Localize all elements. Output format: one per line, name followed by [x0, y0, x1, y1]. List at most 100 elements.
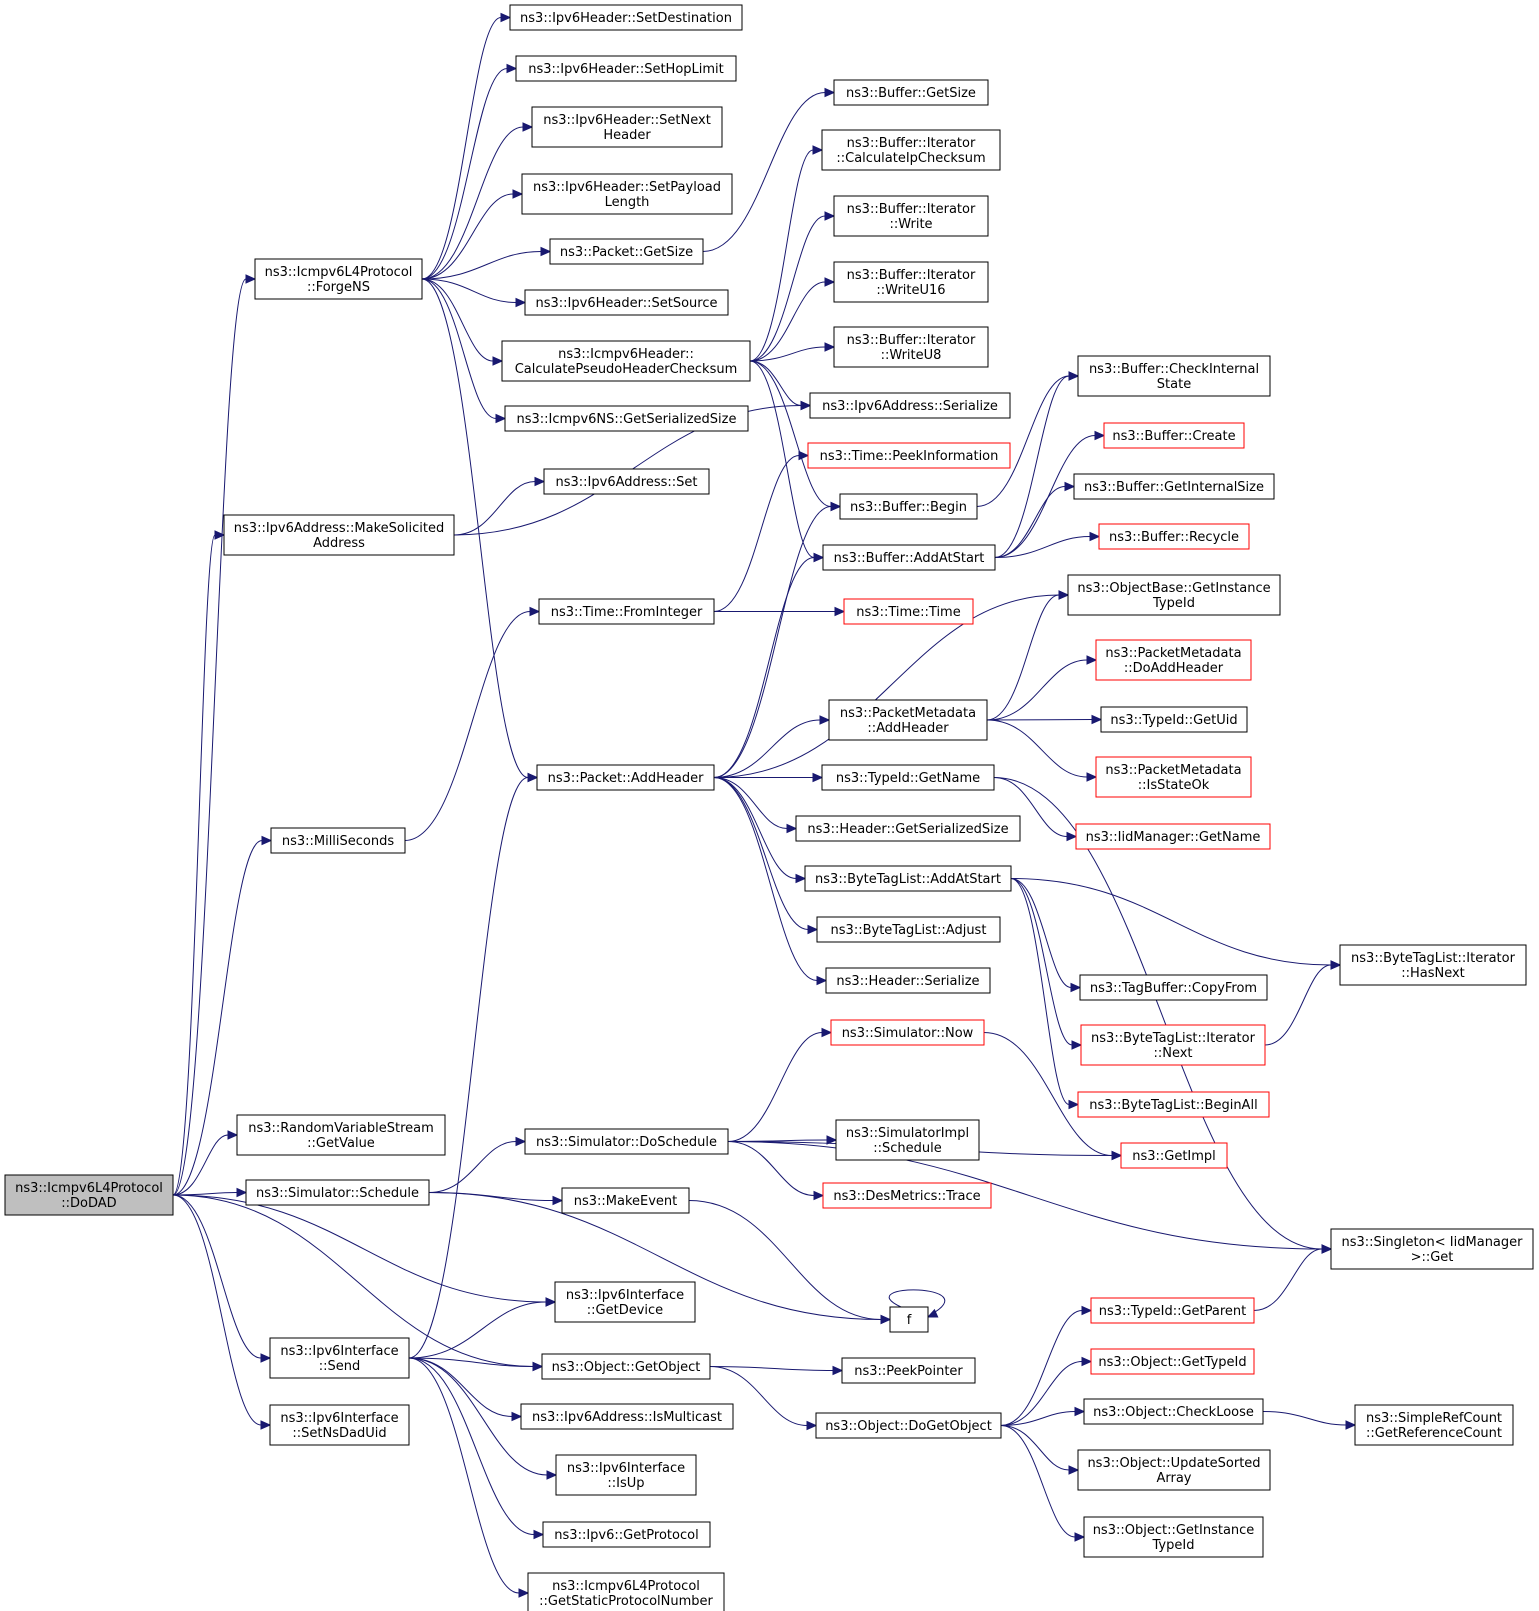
edge-line [688, 1200, 882, 1320]
node-n16[interactable]: ns3::Ipv6Address::Set [543, 468, 710, 495]
edge-n0-n4 [172, 1130, 239, 1196]
node-n33[interactable]: ns3::Time::PeekInformation [807, 442, 1011, 469]
node-n59[interactable]: ns3::ByteTagList::Iterator::Next [1080, 1024, 1266, 1066]
node-label: ns3::Packet::AddHeader [548, 771, 704, 786]
node-n40[interactable]: ns3::ByteTagList::AddAtStart [804, 865, 1012, 892]
node-n44[interactable]: ns3::SimulatorImpl::Schedule [835, 1119, 980, 1161]
node-n60[interactable]: ns3::ByteTagList::BeginAll [1077, 1091, 1270, 1118]
node-n19[interactable]: ns3::Simulator::DoSchedule [524, 1128, 729, 1155]
node-n45[interactable]: ns3::DesMetrics::Trace [822, 1182, 992, 1209]
node-n51[interactable]: ns3::Buffer::GetInternalSize [1073, 473, 1275, 500]
node-n18[interactable]: ns3::Packet::AddHeader [536, 764, 715, 791]
node-n1[interactable]: ns3::Icmpv6L4Protocol::ForgeNS [254, 258, 423, 300]
arrowhead [1111, 1150, 1123, 1161]
edge-line [713, 594, 1060, 778]
node-n32[interactable]: ns3::Ipv6Address::Serialize [809, 392, 1011, 419]
node-n31[interactable]: ns3::Buffer::Iterator::WriteU8 [833, 326, 989, 368]
node-n13[interactable]: ns3::Ipv6Header::SetSource [524, 289, 729, 316]
node-n62[interactable]: ns3::ByteTagList::Iterator::HasNext [1339, 944, 1527, 986]
node-label: ns3::Ipv6Interface [566, 1288, 684, 1303]
node-n6[interactable]: ns3::Ipv6Interface::Send [269, 1337, 410, 1379]
node-n38[interactable]: ns3::TypeId::GetName [821, 764, 995, 791]
edge-n1-n8 [421, 12, 512, 280]
node-box [1100, 706, 1248, 733]
node-n26[interactable]: ns3::Icmpv6L4Protocol::GetStaticProtocol… [527, 1572, 725, 1611]
node-n56[interactable]: ns3::PacketMetadata::IsStateOk [1095, 756, 1252, 798]
edge-n0-n2 [172, 530, 226, 1196]
arrowhead [261, 835, 273, 846]
node-label: CalculatePseudoHeaderChecksum [515, 362, 738, 377]
edge-n6-n23 [408, 1357, 523, 1422]
node-n69[interactable]: ns3::SimpleRefCount::GetReferenceCount [1354, 1404, 1514, 1446]
arrowhead [1058, 590, 1070, 600]
node-n64[interactable]: ns3::TypeId::GetParent [1090, 1297, 1255, 1324]
node-n63[interactable]: ns3::Singleton< IidManager >::Get [1330, 1228, 1534, 1270]
node-box [254, 258, 423, 300]
node-n30[interactable]: ns3::Buffer::Iterator::WriteU16 [833, 261, 989, 303]
edge-n48-n65 [1000, 1356, 1093, 1426]
node-box [1120, 1142, 1228, 1169]
node-n27[interactable]: ns3::Buffer::GetSize [833, 79, 989, 106]
node-n5[interactable]: ns3::Simulator::Schedule [245, 1179, 430, 1206]
node-n36[interactable]: ns3::Time::Time [843, 598, 974, 625]
node-label: ns3::PacketMetadata [1105, 763, 1241, 778]
node-n17[interactable]: ns3::Time::FromInteger [538, 598, 715, 625]
arrowhead [1071, 1040, 1083, 1050]
edge-n66-n69 [1262, 1411, 1357, 1430]
node-n48[interactable]: ns3::Object::DoGetObject [815, 1412, 1002, 1439]
node-n50[interactable]: ns3::Buffer::Create [1103, 422, 1245, 449]
edge-line [428, 1141, 517, 1193]
node-n58[interactable]: ns3::TagBuffer::CopyFrom [1079, 974, 1268, 1001]
node-n22[interactable]: ns3::Object::GetObject [541, 1353, 711, 1380]
node-n47[interactable]: ns3::PeekPointer [841, 1357, 976, 1384]
edge-line [172, 1194, 534, 1367]
node-label: ns3::Simulator::DoSchedule [536, 1135, 717, 1150]
node-n7[interactable]: ns3::Ipv6Interface::SetNsDadUid [269, 1404, 410, 1446]
node-label: ns3::Ipv6Interface [280, 1411, 398, 1426]
node-n25[interactable]: ns3::Ipv6::GetProtocol [542, 1521, 711, 1548]
node-n61[interactable]: ns3::GetImpl [1120, 1142, 1228, 1169]
node-n29[interactable]: ns3::Buffer::Iterator::Write [833, 195, 989, 237]
node-label: ns3::Ipv6::GetProtocol [554, 1528, 698, 1543]
node-n21[interactable]: ns3::Ipv6Interface::GetDevice [554, 1281, 696, 1323]
node-n9[interactable]: ns3::Ipv6Header::SetHopLimit [515, 55, 737, 82]
node-n52[interactable]: ns3::Buffer::Recycle [1098, 523, 1250, 550]
node-n41[interactable]: ns3::ByteTagList::Adjust [816, 916, 1001, 943]
arrowhead [236, 1187, 248, 1198]
node-n24[interactable]: ns3::Ipv6Interface::IsUp [555, 1454, 697, 1496]
node-n46[interactable]: f [889, 1306, 929, 1333]
node-n4[interactable]: ns3::RandomVariableStream::GetValue [236, 1114, 446, 1156]
node-n8[interactable]: ns3::Ipv6Header::SetDestination [509, 4, 743, 31]
node-n3[interactable]: ns3::MilliSeconds [270, 827, 406, 854]
node-box [524, 289, 729, 316]
arrowhead [1064, 481, 1076, 492]
node-n37[interactable]: ns3::PacketMetadata::AddHeader [828, 699, 988, 741]
node-n57[interactable]: ns3::IidManager::GetName [1075, 823, 1271, 850]
node-n12[interactable]: ns3::Packet::GetSize [549, 238, 704, 265]
node-n0[interactable]: ns3::Icmpv6L4Protocol::DoDAD [4, 1174, 174, 1216]
node-n14[interactable]: ns3::Icmpv6Header::CalculatePseudoHeader… [501, 340, 751, 382]
node-n66[interactable]: ns3::Object::CheckLoose [1083, 1398, 1264, 1425]
node-n43[interactable]: ns3::Simulator::Now [830, 1019, 985, 1046]
node-n54[interactable]: ns3::PacketMetadata::DoAddHeader [1095, 639, 1252, 681]
node-n39[interactable]: ns3::Header::GetSerializedSize [795, 815, 1021, 842]
edge-line [994, 375, 1070, 558]
node-n34[interactable]: ns3::Buffer::Begin [839, 493, 978, 520]
node-n65[interactable]: ns3::Object::GetTypeId [1090, 1348, 1255, 1375]
node-n15[interactable]: ns3::Icmpv6NS::GetSerializedSize [504, 405, 749, 432]
node-n28[interactable]: ns3::Buffer::Iterator::CalculateIpChecks… [821, 129, 1001, 171]
node-n35[interactable]: ns3::Buffer::AddAtStart [822, 544, 996, 571]
node-n23[interactable]: ns3::Ipv6Address::IsMulticast [520, 1403, 734, 1430]
node-n20[interactable]: ns3::MakeEvent [561, 1187, 690, 1214]
node-n55[interactable]: ns3::TypeId::GetUid [1100, 706, 1248, 733]
node-n42[interactable]: ns3::Header::Serialize [825, 967, 991, 994]
edge-line [453, 481, 536, 536]
arrowhead [527, 772, 539, 783]
